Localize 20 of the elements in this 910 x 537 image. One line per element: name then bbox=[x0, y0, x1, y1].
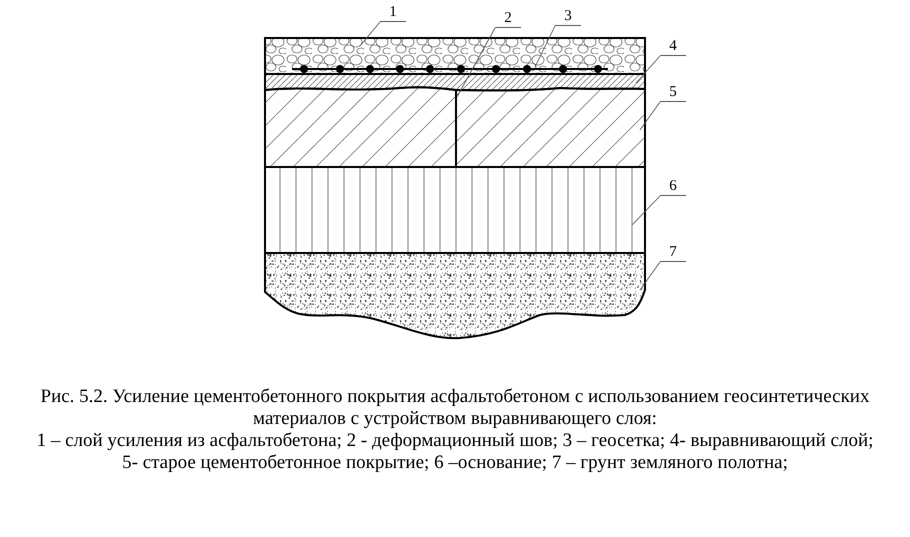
callout-number: 4 bbox=[660, 38, 686, 56]
callout-number: 3 bbox=[555, 8, 581, 26]
geogrid bbox=[292, 65, 608, 73]
leader-line bbox=[456, 28, 496, 98]
callout-number: 5 bbox=[660, 84, 686, 102]
leader-line bbox=[640, 262, 660, 290]
callout-number: 7 bbox=[660, 244, 686, 262]
asphalt-layer bbox=[264, 37, 646, 75]
base-layer bbox=[264, 166, 646, 254]
leader-line bbox=[636, 56, 660, 84]
leader-line bbox=[360, 22, 380, 46]
leader-line bbox=[632, 196, 660, 226]
callout-number: 6 bbox=[660, 178, 686, 196]
soil-subgrade bbox=[264, 252, 646, 340]
callout-number: 1 bbox=[380, 4, 406, 22]
concrete-slab bbox=[264, 86, 646, 168]
figure-caption: Рис. 5.2. Усиление цементобетонного покрытия асфальтобетоном с использованием геосинтетических материалов с устройством выравнивающего слоя: bbox=[40, 386, 870, 430]
legend-note: 1 – слой усиления из асфальтобетона; 2 - деформационный шов; 3 – геосетка; 4- выравнивающий слой; 5- старое цементобетонное покрытие; 6 –основание; 7 – грунт земляного полотна; bbox=[36, 430, 874, 474]
leader-line bbox=[640, 102, 660, 130]
callout-number: 2 bbox=[495, 10, 521, 28]
